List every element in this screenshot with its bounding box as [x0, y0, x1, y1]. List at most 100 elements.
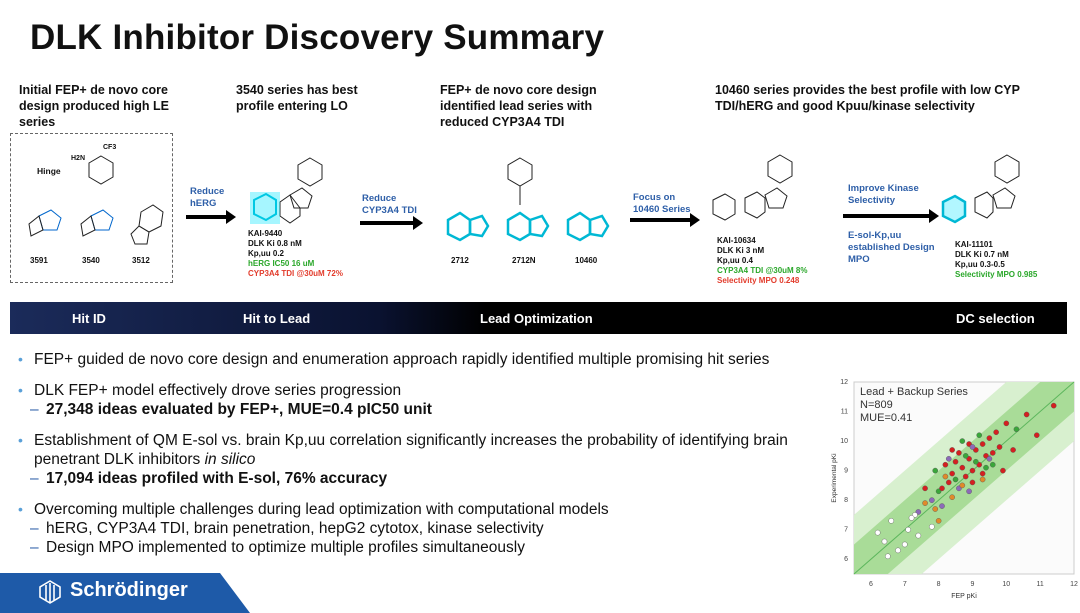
sub-bullet-ideas-fep: 27,348 ideas evaluated by FEP+, MUE=0.4 …: [18, 400, 828, 419]
data-point: [939, 503, 945, 509]
data-point: [929, 523, 935, 530]
data-point: [874, 529, 881, 536]
y-tick-label: 12: [840, 379, 848, 386]
data-point: [952, 476, 959, 483]
data-point: [945, 479, 952, 486]
data-point: [949, 494, 955, 500]
data-point: [922, 485, 928, 492]
kai10634-structure: [712, 154, 793, 221]
svg-text:H2N: H2N: [71, 155, 85, 162]
x-tick-label: 7: [903, 581, 907, 588]
series-3591-label: 3591: [30, 256, 48, 265]
y-tick-label: 6: [844, 556, 848, 563]
progress-arrow-4: [843, 209, 939, 223]
kai9440-cyp: CYP3A4 TDI @30uM 72%: [248, 269, 343, 278]
bullet-fep-model: DLK FEP+ model effectively drove series …: [18, 381, 828, 400]
caption-best-profile: 10460 series provides the best profile w…: [715, 83, 1020, 113]
kai11101-info: KAI-11101 DLK Ki 0.7 nM Kp,uu 0.3-0.5 Se…: [955, 240, 1037, 280]
caption-lead-series: FEP+ de novo core design identified lead…: [440, 83, 597, 129]
kai10634-name: KAI-10634: [717, 236, 756, 245]
legend-text-1: N=809: [860, 399, 893, 411]
core-2712n-label: 2712N: [512, 256, 536, 265]
kai10634-ki: DLK Ki 3 nM: [717, 246, 765, 255]
x-tick-label: 9: [971, 581, 975, 588]
data-point: [945, 456, 952, 462]
x-tick-label: 11: [1037, 581, 1044, 588]
data-point: [962, 473, 969, 480]
data-point: [979, 476, 986, 483]
data-point: [959, 482, 966, 489]
data-point: [962, 453, 969, 459]
data-point: [993, 429, 999, 436]
hit-series-box: H2N CF3: [10, 133, 173, 283]
data-point: [1000, 467, 1006, 474]
svg-text:CF3: CF3: [103, 144, 116, 151]
series-3512-label: 3512: [132, 256, 150, 265]
kai10634-cyp: CYP3A4 TDI @30uM 8%: [717, 266, 808, 275]
kai11101-mpo: Selectivity MPO 0.985: [955, 270, 1038, 279]
stage-dc-selection: DC selection: [956, 311, 1035, 326]
slide-title: DLK Inhibitor Discovery Summary: [30, 18, 605, 57]
y-tick-label: 7: [844, 527, 848, 534]
core-10460-label: 10460: [575, 256, 598, 265]
data-point: [932, 467, 939, 474]
arrow-label-focus: Focus on 10460 Series: [633, 192, 691, 215]
kai9440-ki: DLK Ki 0.8 nM: [248, 239, 302, 248]
data-point: [942, 473, 949, 480]
stage-hit-id: Hit ID: [72, 311, 106, 326]
sub-bullet-challenges-list: hERG, CYP3A4 TDI, brain penetration, hep…: [18, 519, 828, 538]
data-point: [959, 464, 966, 471]
data-point: [935, 518, 942, 524]
data-point: [966, 488, 972, 495]
data-point: [901, 541, 908, 548]
data-point: [979, 441, 986, 447]
data-point: [959, 438, 966, 444]
data-point: [1033, 432, 1040, 438]
summary-bullets: FEP+ guided de novo core design and enum…: [18, 350, 828, 557]
data-point: [952, 458, 959, 465]
kai9440-name: KAI-9440: [248, 229, 283, 238]
data-point: [949, 470, 955, 477]
kai10634-kpuu: Kp,uu 0.4: [717, 256, 754, 265]
logo-band: [0, 573, 250, 613]
x-tick-label: 10: [1002, 581, 1010, 588]
data-point: [905, 526, 911, 533]
hit-structures-svg: H2N CF3: [28, 144, 164, 245]
y-tick-label: 9: [844, 468, 848, 475]
data-point: [969, 467, 976, 474]
data-point: [989, 450, 996, 456]
data-point: [969, 444, 976, 450]
data-point: [939, 485, 945, 492]
sub-bullet-esol-profiled: 17,094 ideas profiled with E-sol, 76% ac…: [18, 469, 828, 488]
schrodinger-logo-icon: [39, 580, 61, 604]
sub-bullet-design-mpo: Design MPO implemented to optimize multi…: [18, 538, 828, 557]
kai11101-structure: [941, 154, 1020, 224]
legend-text-2: MUE=0.41: [860, 412, 912, 424]
progress-arrow-3: [630, 213, 700, 227]
kai11101-ki: DLK Ki 0.7 nM: [955, 250, 1009, 259]
kai11101-kpuu: Kp,uu 0.3-0.5: [955, 260, 1005, 269]
data-point: [986, 456, 993, 462]
data-point: [949, 447, 955, 453]
data-point: [929, 497, 935, 503]
kai9440-info: KAI-9440 DLK Ki 0.8 nM Kp,uu 0.2 hERG IC…: [248, 229, 343, 279]
bullet-qm-esol-text: Establishment of QM E-sol vs. brain Kp,u…: [34, 432, 788, 468]
data-point: [1013, 426, 1020, 433]
y-tick-label: 10: [840, 438, 848, 445]
series-3540-label: 3540: [82, 256, 100, 265]
stage-hit-to-lead: Hit to Lead: [243, 311, 311, 326]
stage-bar: Hit ID Hit to Lead Lead Optimization DC …: [10, 302, 1067, 334]
data-point: [996, 444, 1003, 450]
y-tick-label: 8: [844, 497, 848, 504]
data-point: [885, 553, 891, 560]
arrow-label-kinase: Improve Kinase Selectivity: [848, 183, 919, 206]
data-point: [969, 479, 976, 486]
x-tick-label: 8: [937, 581, 941, 588]
kai10634-mpo: Selectivity MPO 0.248: [717, 276, 800, 285]
x-tick-label: 12: [1070, 581, 1078, 588]
bullet-qm-esol: Establishment of QM E-sol vs. brain Kp,u…: [18, 431, 828, 469]
lead-core-structures: [446, 157, 610, 242]
data-point: [922, 500, 928, 506]
data-point: [989, 461, 996, 468]
